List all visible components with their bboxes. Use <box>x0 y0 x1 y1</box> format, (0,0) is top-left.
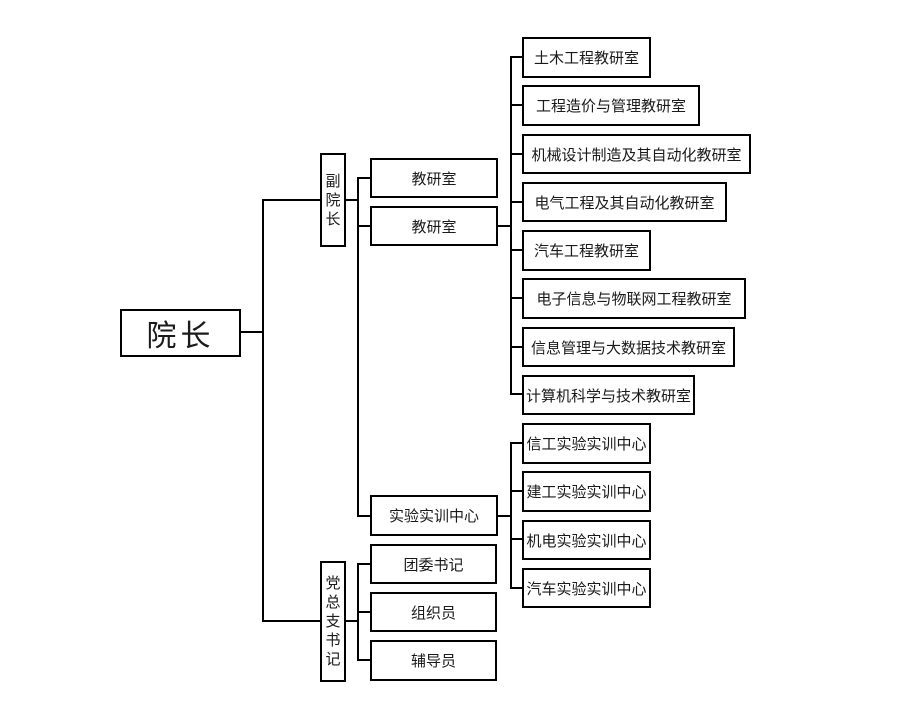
node-training-sub-center[interactable]: 机电实验实训中心 <box>522 520 651 560</box>
node-teaching-office-2[interactable]: 教研室 <box>370 206 498 246</box>
connector-line <box>357 177 359 517</box>
connector-line <box>357 225 371 227</box>
node-teaching-office[interactable]: 汽车工程教研室 <box>522 230 651 271</box>
connector-line <box>510 442 523 444</box>
node-counselor[interactable]: 辅导员 <box>370 640 497 681</box>
connector-line <box>262 620 322 622</box>
connector-line <box>262 199 322 201</box>
connector-line <box>357 515 371 517</box>
node-training-sub-center[interactable]: 汽车实验实训中心 <box>522 568 651 608</box>
node-teaching-office-1[interactable]: 教研室 <box>370 158 498 198</box>
node-char: 支 <box>325 612 341 630</box>
node-char: 长 <box>325 209 341 228</box>
node-char: 副 <box>325 171 341 190</box>
connector-line <box>357 177 371 179</box>
connector-line <box>345 199 358 201</box>
connector-line <box>510 249 523 251</box>
node-training-center[interactable]: 实验实训中心 <box>370 495 498 536</box>
connector-line <box>357 563 371 565</box>
node-char: 书 <box>325 631 341 649</box>
node-teaching-office[interactable]: 电子信息与物联网工程教研室 <box>522 278 746 319</box>
connector-line <box>262 199 264 622</box>
node-char: 党 <box>325 574 341 592</box>
connector-line <box>357 659 371 661</box>
node-organizer[interactable]: 组织员 <box>370 592 497 632</box>
connector-line <box>510 104 523 106</box>
connector-line <box>357 611 371 613</box>
connector-line <box>496 225 511 227</box>
node-vice-dean[interactable]: 副 院 长 <box>320 153 346 247</box>
connector-line <box>510 201 523 203</box>
node-teaching-office[interactable]: 机械设计制造及其自动化教研室 <box>522 134 751 174</box>
node-teaching-office[interactable]: 电气工程及其自动化教研室 <box>522 182 727 222</box>
connector-line <box>510 56 523 58</box>
connector-line <box>345 620 358 622</box>
node-teaching-office[interactable]: 计算机科学与技术教研室 <box>522 375 695 415</box>
node-training-sub-center[interactable]: 建工实验实训中心 <box>522 471 651 512</box>
node-party-secretary[interactable]: 党 总 支 书 记 <box>320 561 346 682</box>
node-char: 记 <box>325 650 341 668</box>
node-dean[interactable]: 院长 <box>120 309 241 357</box>
connector-line <box>510 538 523 540</box>
connector-line <box>496 515 511 517</box>
node-training-sub-center[interactable]: 信工实验实训中心 <box>522 423 651 464</box>
node-char: 总 <box>325 593 341 611</box>
connector-line <box>510 442 512 589</box>
connector-line <box>510 346 523 348</box>
connector-line <box>510 393 523 395</box>
connector-line <box>510 297 523 299</box>
node-youth-league-secretary[interactable]: 团委书记 <box>370 544 497 584</box>
node-char: 院 <box>325 190 341 209</box>
connector-line <box>510 490 523 492</box>
connector-line <box>510 153 523 155</box>
connector-line <box>510 56 512 395</box>
node-teaching-office[interactable]: 工程造价与管理教研室 <box>522 85 700 126</box>
node-teaching-office[interactable]: 信息管理与大数据技术教研室 <box>522 327 735 367</box>
node-teaching-office[interactable]: 土木工程教研室 <box>522 37 651 78</box>
connector-line <box>510 587 523 589</box>
connector-line <box>240 331 263 333</box>
